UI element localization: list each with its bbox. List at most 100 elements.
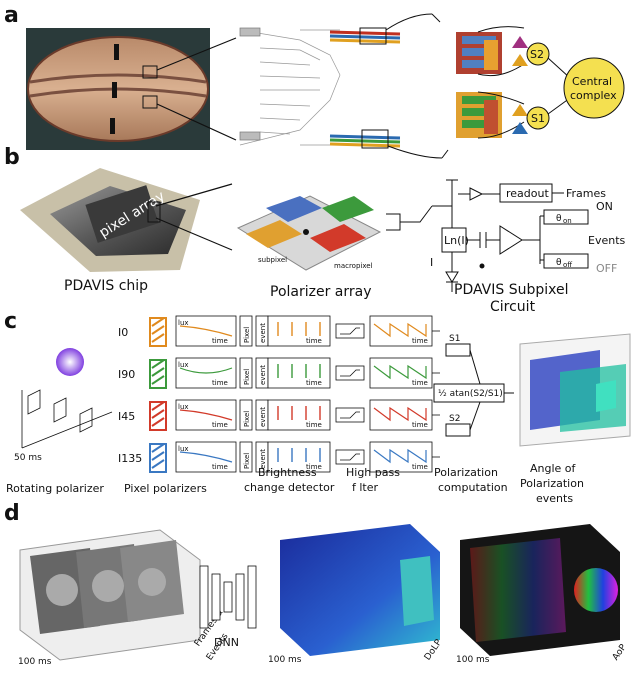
time-label: time xyxy=(306,463,322,471)
photoreceptor-schematic xyxy=(239,27,341,146)
central-complex-node xyxy=(563,57,625,119)
mantis-shrimp-eye-image xyxy=(26,28,210,150)
channel-label: I45 xyxy=(118,410,135,423)
highpass-box xyxy=(335,449,365,465)
polarizer-stripe xyxy=(151,459,165,469)
s2-box xyxy=(445,423,471,437)
panel-a: a xyxy=(4,3,625,159)
event-label: event xyxy=(259,365,267,385)
event-label: event xyxy=(259,407,267,427)
polarizer-array-caption: Polarizer array xyxy=(270,284,372,300)
polarizer-stripe xyxy=(151,359,165,369)
aop-stack xyxy=(460,524,620,656)
filtered-trace xyxy=(373,322,427,338)
time-label: time xyxy=(212,379,228,387)
panel-d: d 100 ms Frames & Events DNN 100 ms DoLP xyxy=(4,501,629,667)
filtered-trace xyxy=(373,406,427,422)
connector-line xyxy=(477,63,525,77)
s1-node xyxy=(526,106,550,130)
polarization-wheel xyxy=(56,348,84,376)
time-label: time xyxy=(412,463,428,471)
polarizer-stripe xyxy=(151,317,165,327)
brightness-caption: change detector xyxy=(244,481,335,494)
polarizer-array-image xyxy=(236,195,382,271)
polarizer-stripe xyxy=(151,401,165,411)
aop-caption: Angle of xyxy=(530,462,577,475)
pixel-block xyxy=(239,399,253,431)
time-label: time xyxy=(212,421,228,429)
theta-off-sub: off xyxy=(563,261,572,269)
theta-on-sub: on xyxy=(563,217,572,225)
lux-trace xyxy=(179,325,233,337)
arrow xyxy=(441,149,449,159)
events-label: Events xyxy=(588,234,626,247)
rotating-polarizer-plot xyxy=(21,389,113,449)
lux-label: lux xyxy=(178,403,189,411)
aop-event-cloud xyxy=(519,333,631,447)
highpass-box xyxy=(335,323,365,339)
s1-label: S1 xyxy=(531,112,545,125)
lux-label: lux xyxy=(178,319,189,327)
pixel-label: Pixel xyxy=(243,453,251,469)
panel-label-a: a xyxy=(4,3,19,28)
dnn-label: DNN xyxy=(214,636,239,649)
highpass-box xyxy=(335,365,365,381)
frames-label: Frames xyxy=(566,187,606,200)
polarizer-stripe xyxy=(151,409,165,419)
triangle-marker xyxy=(512,122,528,134)
polarizer-stripe xyxy=(151,443,165,453)
circuit-caption: Circuit xyxy=(490,299,536,315)
microvilli-stack-top xyxy=(456,32,502,74)
polarizer-stripe xyxy=(151,333,165,343)
polarizer-stripe xyxy=(151,375,165,385)
central-complex-label: complex xyxy=(570,89,617,102)
channel-label: I135 xyxy=(118,452,142,465)
readout-label: readout xyxy=(506,187,549,200)
panel-label-d: d xyxy=(4,501,20,526)
channel-label: I90 xyxy=(118,368,135,381)
panel-label-c: c xyxy=(4,309,17,334)
pixel-block xyxy=(239,441,253,473)
pixel-polarizers-caption: Pixel polarizers xyxy=(124,482,207,495)
time-label: time xyxy=(412,421,428,429)
time-label: time xyxy=(412,337,428,345)
s1-box xyxy=(445,343,471,357)
filtered-plot xyxy=(369,399,433,431)
pixel-label: Pixel xyxy=(243,369,251,385)
polcomp-caption: Polarization xyxy=(434,466,498,479)
pdavis-chip-image: pixel array xyxy=(20,168,200,272)
dnn-diagram xyxy=(199,565,257,629)
s2-label: S2 xyxy=(530,48,544,61)
highpass-caption: High pass xyxy=(346,466,400,479)
polarizer-stripe xyxy=(151,367,165,377)
filtered-trace xyxy=(373,364,427,380)
i-label: I xyxy=(430,256,433,269)
filtered-trace xyxy=(373,448,427,464)
pdavis-chip-caption: PDAVIS chip xyxy=(64,278,148,294)
fiber-bundle-top xyxy=(329,27,401,45)
event-label: event xyxy=(259,323,267,343)
rotating-polarizer-caption: Rotating polarizer xyxy=(6,482,104,495)
lux-trace xyxy=(179,409,233,421)
highpass-icon xyxy=(340,327,360,335)
polcomp-caption: computation xyxy=(438,481,508,494)
connector-line xyxy=(477,26,525,33)
pixel-block xyxy=(239,315,253,347)
arrow xyxy=(155,183,233,207)
polarizer-filter-icon xyxy=(149,359,167,389)
filtered-plot xyxy=(369,441,433,473)
subpixel-label: subpixel xyxy=(258,256,287,264)
polarizer-stripe xyxy=(151,417,165,427)
frames-events-stack xyxy=(19,529,201,661)
highpass-icon xyxy=(340,453,360,461)
aop-caption: events xyxy=(536,492,573,505)
aop-label: AoP xyxy=(611,642,629,662)
panel-b: b pixel array PDAVIS chip subpixel macro… xyxy=(4,145,626,315)
brightness-caption: Brightness xyxy=(258,466,317,479)
ln-label: Ln(I) xyxy=(444,234,469,247)
dolp-stack xyxy=(280,524,440,656)
triangle-marker xyxy=(512,104,528,116)
